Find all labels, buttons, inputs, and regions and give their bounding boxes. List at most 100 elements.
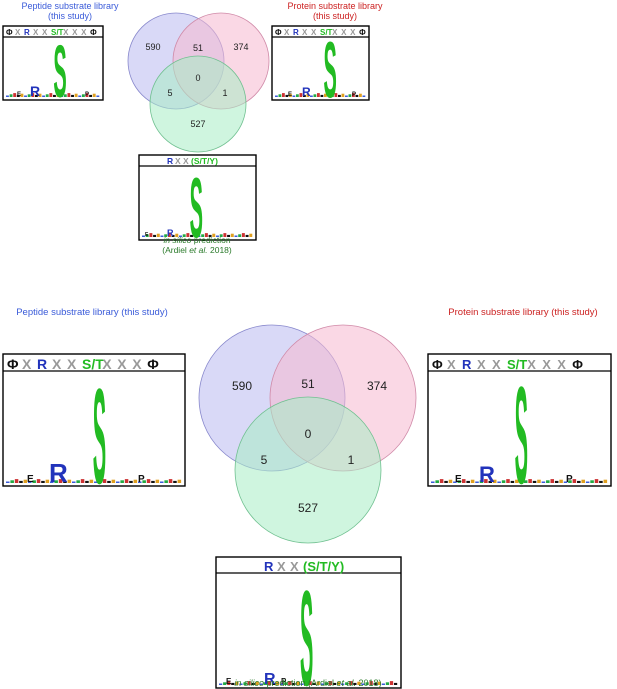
- logo-noise-mark: [453, 481, 457, 483]
- logo-noise-mark: [85, 480, 89, 483]
- logo-noise-mark: [160, 481, 164, 483]
- logo-letter-t: T: [519, 479, 524, 486]
- logo-letter-t: T: [305, 681, 310, 688]
- small-count-peptide-only: 590: [145, 42, 160, 52]
- logo-noise-mark: [89, 479, 94, 483]
- logo-noise-mark: [461, 479, 466, 483]
- logo-noise-mark: [299, 93, 303, 97]
- logo-noise-mark: [393, 682, 398, 685]
- logo-noise-mark: [142, 235, 145, 237]
- logo-letter-p: P: [138, 474, 145, 485]
- small-count-peptide-protein: 51: [193, 43, 203, 53]
- logo-noise-mark: [201, 234, 205, 237]
- logo-noise-mark: [63, 94, 67, 97]
- logo-noise-mark: [133, 479, 138, 483]
- logo-noise-mark: [341, 683, 345, 685]
- logo-noise-mark: [515, 479, 519, 483]
- logo-letter-e: E: [145, 232, 149, 238]
- logo-noise-mark: [36, 479, 41, 483]
- logo-noise-mark: [58, 479, 63, 483]
- logo-noise-mark: [230, 233, 234, 237]
- logo-noise-mark: [32, 480, 36, 483]
- large-venn-circle-insilico: [234, 396, 382, 544]
- motif-token: X: [183, 156, 189, 166]
- logo-noise-mark: [594, 479, 599, 483]
- logo-noise-mark: [492, 479, 497, 483]
- logo-letter-p: P: [352, 92, 356, 98]
- logo-noise-mark: [357, 681, 361, 685]
- logo-noise-mark: [54, 480, 58, 483]
- logo-noise-mark: [585, 481, 590, 483]
- logo-noise-mark: [24, 95, 27, 97]
- logo-noise-mark: [249, 233, 253, 237]
- logo-noise-mark: [296, 94, 299, 97]
- logo-noise-mark: [124, 479, 129, 483]
- svg-text:S: S: [515, 357, 528, 512]
- logo-letter-t: T: [194, 233, 199, 240]
- logo-noise-mark: [227, 681, 231, 685]
- logo-noise-mark: [28, 481, 32, 483]
- logo-noise-mark: [16, 94, 20, 97]
- motif-token: X: [290, 559, 299, 574]
- logo-letter-p: P: [85, 92, 89, 98]
- motif-token: S/T: [320, 28, 333, 37]
- motif-token: X: [117, 356, 127, 372]
- motif-token: X: [477, 357, 486, 372]
- logo-noise-mark: [470, 479, 475, 483]
- logo-noise-mark: [362, 95, 366, 97]
- logo-noise-mark: [448, 479, 453, 483]
- small-count-protein-only: 374: [233, 42, 248, 52]
- logo-noise-mark: [23, 479, 28, 483]
- logo-letter-r: R: [264, 671, 276, 688]
- large-count-protein-only: 374: [367, 379, 387, 393]
- logo-noise-mark: [50, 481, 54, 483]
- logo-noise-mark: [554, 480, 559, 483]
- motif-token: (S/T/Y): [303, 559, 344, 574]
- logo-noise-mark: [475, 481, 479, 483]
- logo-noise-mark: [231, 682, 235, 685]
- logo-frame: [271, 25, 370, 101]
- logo-noise-mark: [98, 480, 102, 483]
- motif-token: S/T: [51, 28, 64, 37]
- logo-frame: [2, 25, 104, 101]
- logo-noise-mark: [550, 479, 555, 483]
- logo-noise-mark: [71, 94, 74, 97]
- logo-noise-mark: [235, 681, 239, 685]
- logo-frame: [427, 353, 612, 487]
- logo-noise-mark: [41, 480, 45, 483]
- logo-noise-mark: [381, 683, 385, 685]
- motif-token: X: [175, 156, 181, 166]
- logo-noise-mark: [546, 480, 550, 483]
- large-count-peptide-only: 590: [232, 379, 252, 393]
- logo-noise-mark: [349, 681, 353, 685]
- logo-noise-mark: [377, 681, 381, 685]
- logo-noise-mark: [519, 481, 524, 483]
- motif-token: X: [15, 28, 21, 37]
- small-count-protein-insilico: 1: [222, 88, 227, 98]
- logo-noise-mark: [369, 681, 373, 685]
- logo-noise-mark: [67, 93, 71, 97]
- logo-noise-mark: [590, 480, 594, 483]
- small-protein-label-line1: Protein substrate library: [287, 1, 383, 11]
- logo-noise-mark: [289, 93, 292, 97]
- logo-noise-mark: [506, 479, 510, 483]
- logo-noise-mark: [324, 93, 327, 97]
- logo-noise-mark: [292, 682, 296, 685]
- logo-noise-mark: [528, 479, 532, 483]
- logo-letter-e: E: [17, 92, 21, 98]
- motif-token: X: [311, 28, 317, 37]
- logo-letter-r: R: [49, 458, 68, 488]
- svg-text:S: S: [190, 161, 203, 256]
- logo-noise-mark: [96, 95, 100, 97]
- small-insilico-label-line1: in silico prediction: [163, 235, 230, 245]
- large-count-all-three: 0: [305, 427, 312, 441]
- logo-noise-mark: [153, 234, 157, 237]
- logo-noise-mark: [568, 480, 572, 483]
- logo-noise-mark: [271, 682, 276, 685]
- large-count-protein-insilico: 1: [348, 453, 355, 467]
- logo-noise-mark: [275, 681, 280, 685]
- logo-noise-mark: [541, 481, 546, 483]
- motif-token: Φ: [432, 357, 443, 372]
- logo-noise-mark: [81, 94, 85, 97]
- logo-noise-mark: [219, 683, 223, 685]
